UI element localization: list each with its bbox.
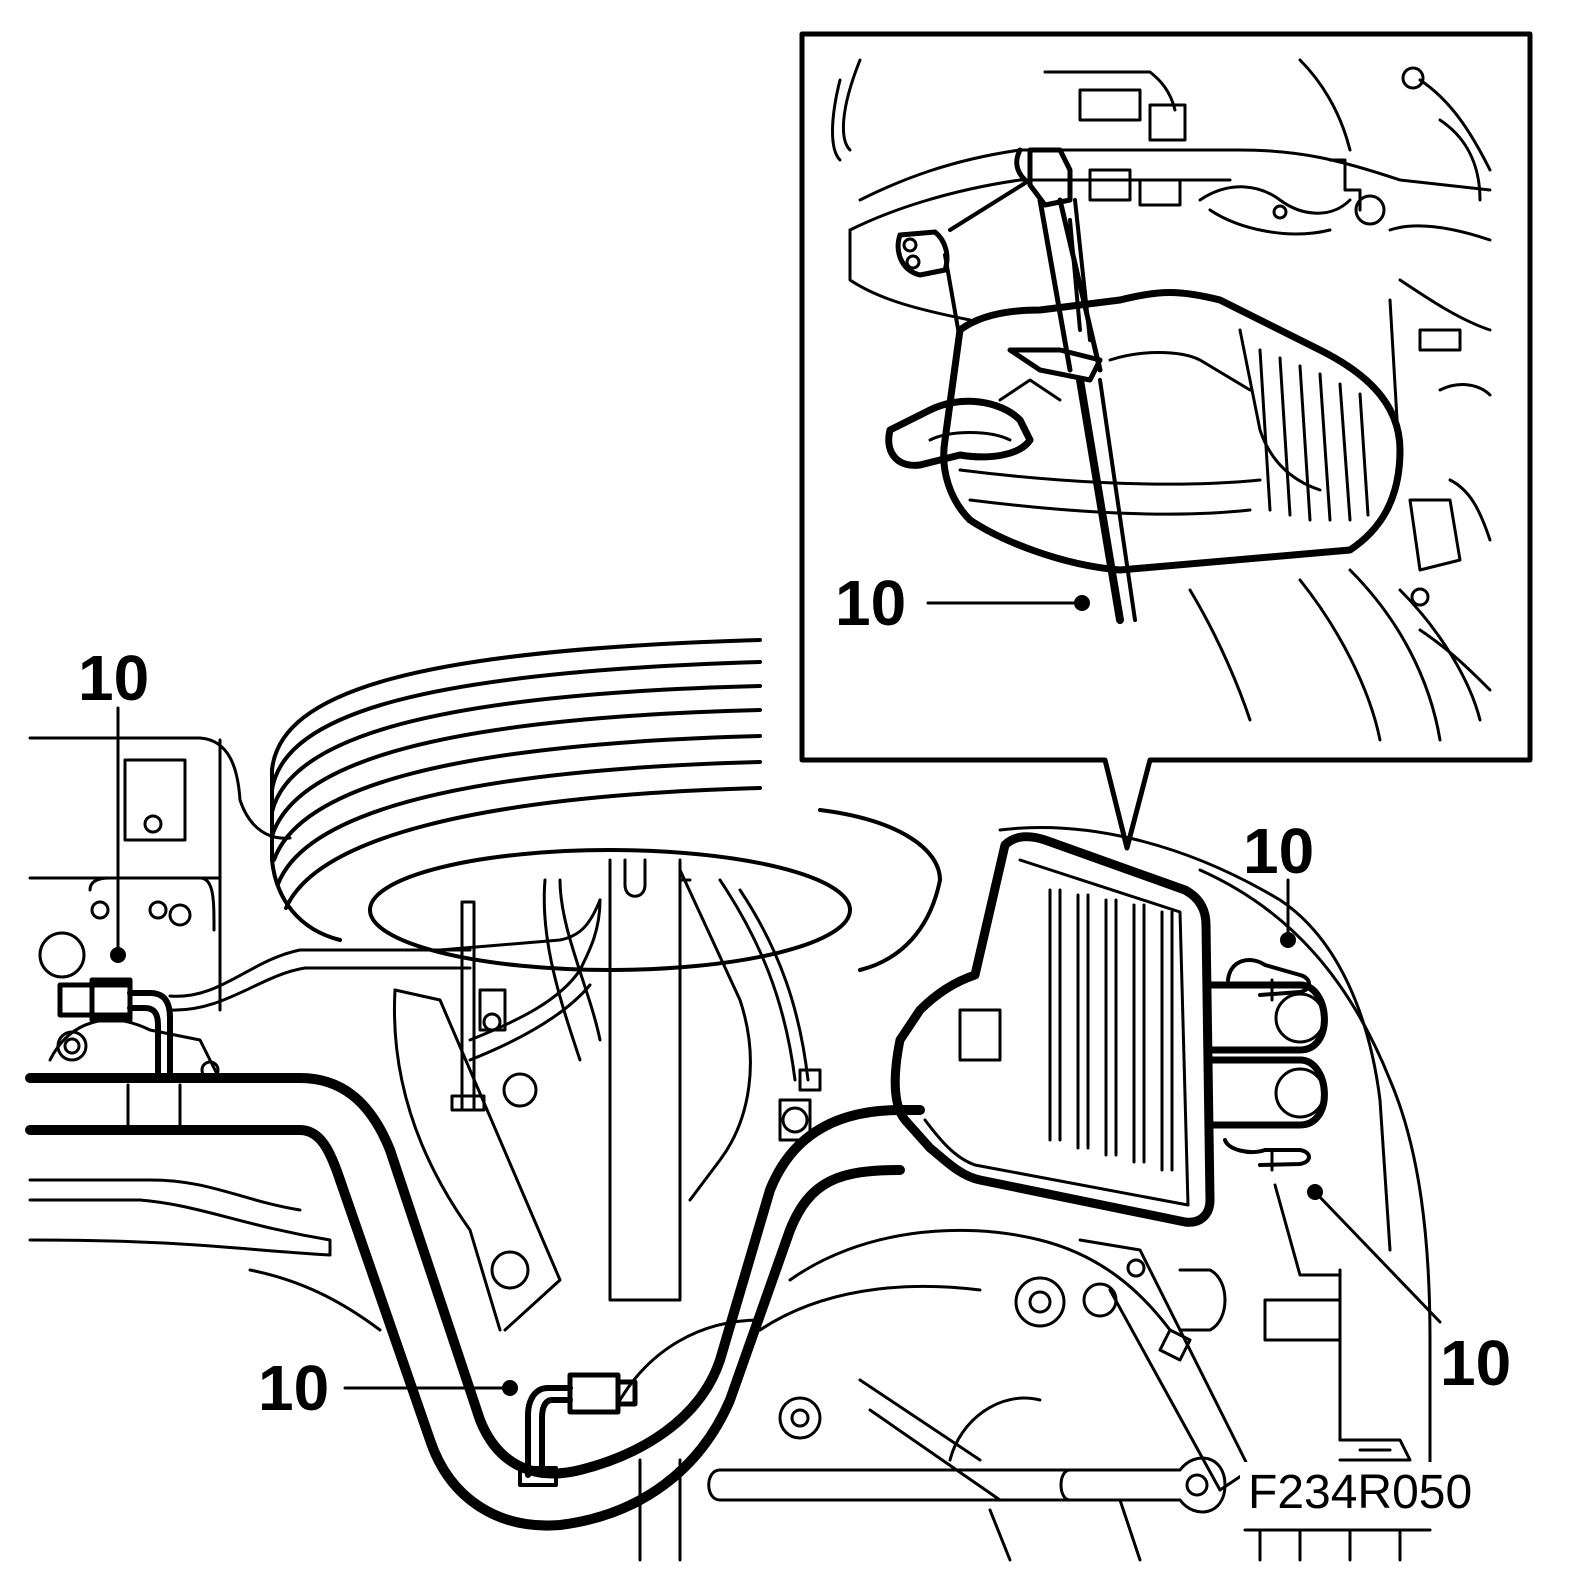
detail-inset: 10 [799, 31, 1533, 851]
callout-label-middle-bracket: 10 [258, 1352, 329, 1424]
rear-silencer [890, 832, 1215, 1227]
figure-id: F234R050 [1248, 1466, 1472, 1519]
spare-tyre [270, 638, 942, 972]
callout-label-right-upper-clamp: 10 [1243, 815, 1314, 887]
tail-pipe-area [1204, 958, 1342, 1277]
callout-label-left-bracket: 10 [78, 642, 149, 714]
middle-hanger-bracket [518, 1372, 638, 1487]
inset-callout-dot [1074, 595, 1090, 611]
figure-id-background [1240, 1462, 1505, 1520]
underbody-view: 10 10 10 10 [25, 638, 1511, 1562]
callout-leaders [110, 706, 1442, 1396]
callout-label-inset: 10 [835, 567, 906, 639]
left-hanger-bracket [57, 977, 173, 1083]
inset-artwork [831, 58, 1492, 742]
center-hanger [392, 900, 562, 1332]
callout-label-right-lower-clamp: 10 [1440, 1327, 1511, 1399]
brake-lines [168, 898, 602, 1062]
left-pipe-detail [28, 1083, 382, 1332]
exhaust-pipe [25, 1073, 925, 1531]
rear-axle-housing [542, 858, 822, 1302]
rear-wheel-hub [618, 1228, 1252, 1562]
